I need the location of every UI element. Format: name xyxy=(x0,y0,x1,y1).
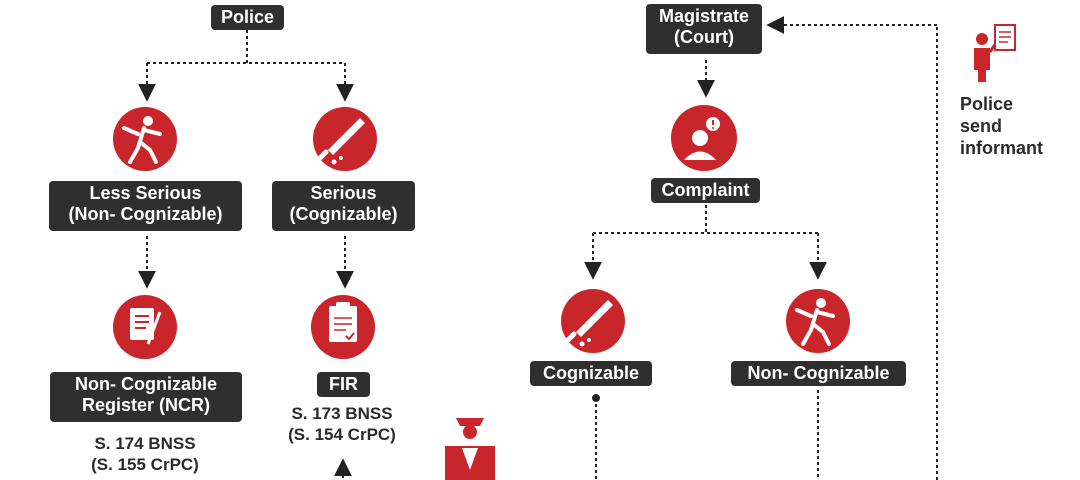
connector-complaint-split xyxy=(593,205,818,234)
register-icon xyxy=(113,295,177,359)
node-ncr-line2: Register (NCR) xyxy=(81,395,210,415)
node-magistrate: Magistrate (Court) xyxy=(646,4,762,54)
non-cognizable-thief-icon xyxy=(786,289,850,353)
side-note-line2: send xyxy=(960,116,1003,136)
node-cognizable: Cognizable xyxy=(530,361,652,386)
section-ncr-line1: S. 174 BNSS xyxy=(94,434,196,453)
node-complaint-text: Complaint xyxy=(661,180,750,200)
node-less-serious: Less Serious (Non- Cognizable) xyxy=(49,181,242,231)
section-fir-line1: S. 173 BNSS xyxy=(291,404,393,423)
side-note-line3: informant xyxy=(960,138,1043,158)
node-cognizable-text: Cognizable xyxy=(542,363,639,383)
node-fir-text: FIR xyxy=(329,374,358,394)
node-ncr: Non- Cognizable Register (NCR) xyxy=(50,372,242,422)
node-serious-line1: Serious xyxy=(310,183,377,203)
section-fir: S. 173 BNSS (S. 154 CrPC) xyxy=(262,403,422,445)
police-officer-icon xyxy=(445,418,495,480)
node-non-cognizable-text: Non- Cognizable xyxy=(747,363,890,383)
node-less-serious-line1: Less Serious xyxy=(89,183,202,203)
section-ncr-line2: (S. 155 CrPC) xyxy=(91,455,199,474)
cognizable-knife-icon xyxy=(561,289,625,353)
node-less-serious-line2: (Non- Cognizable) xyxy=(68,204,223,224)
node-non-cognizable: Non- Cognizable xyxy=(731,361,906,386)
section-ncr: S. 174 BNSS (S. 155 CrPC) xyxy=(60,433,230,475)
node-complaint: Complaint xyxy=(651,178,760,203)
knife-icon xyxy=(313,107,377,171)
informant-icon xyxy=(974,24,1016,82)
node-magistrate-line2: (Court) xyxy=(674,27,734,47)
node-ncr-line1: Non- Cognizable xyxy=(75,374,217,394)
section-fir-line2: (S. 154 CrPC) xyxy=(288,425,396,444)
thief-icon xyxy=(113,107,177,171)
node-police-text: Police xyxy=(220,7,275,27)
fir-report-icon xyxy=(311,295,375,359)
node-fir: FIR xyxy=(317,372,370,397)
side-note-line1: Police xyxy=(960,94,1014,114)
node-serious: Serious (Cognizable) xyxy=(272,181,415,231)
node-magistrate-line1: Magistrate xyxy=(658,6,750,26)
node-police: Police xyxy=(211,5,284,30)
cognizable-dot xyxy=(592,394,600,402)
node-serious-line2: (Cognizable) xyxy=(289,204,398,224)
side-note-informant: Police send informant xyxy=(960,93,1070,159)
complaint-person-icon xyxy=(671,105,737,171)
connector-police-split xyxy=(147,30,345,64)
